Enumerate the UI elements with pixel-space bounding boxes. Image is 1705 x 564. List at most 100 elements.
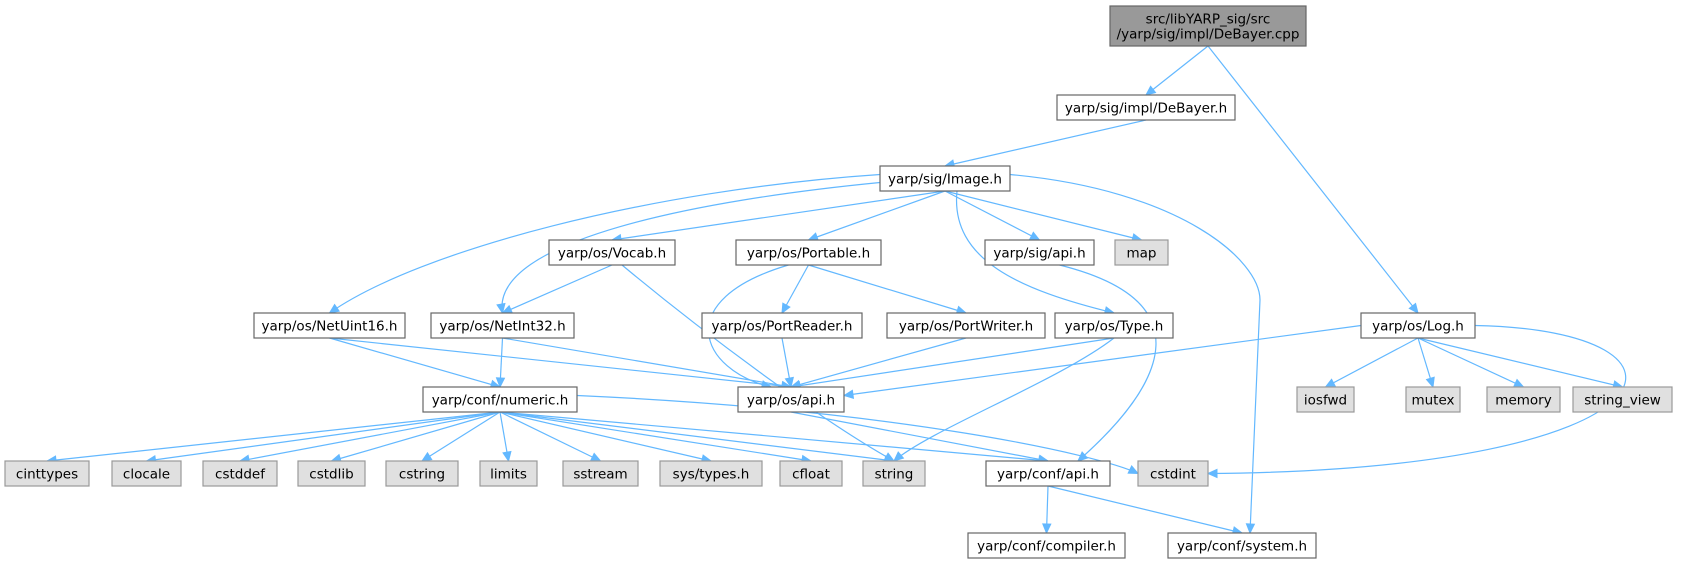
node-label: yarp/conf/system.h [1177, 539, 1307, 555]
node-log-h[interactable]: yarp/os/Log.h [1360, 312, 1476, 339]
node-cinttypes: cinttypes [4, 460, 90, 487]
node-label: memory [1495, 393, 1551, 409]
node-cstring: cstring [385, 460, 459, 487]
node-netuint16-h[interactable]: yarp/os/NetUint16.h [253, 312, 406, 339]
node-box [4, 460, 90, 487]
arrowhead-image_h-to-sigapi_h [1028, 231, 1041, 241]
node-type-h[interactable]: yarp/os/Type.h [1054, 312, 1174, 339]
edge-log_h-to-osapi_h [843, 324, 1362, 397]
node-box [1405, 386, 1461, 413]
arrowhead-image_h-to-netuint16_h [328, 303, 341, 314]
node-label: clocale [123, 467, 170, 483]
node-box [862, 460, 926, 487]
edge-debayer_h-to-image_h [944, 119, 1147, 167]
node-box [1167, 532, 1317, 559]
edge-image_h-to-map [944, 190, 1142, 241]
node-box [422, 386, 578, 413]
node-image-h[interactable]: yarp/sig/Image.h [879, 165, 1011, 192]
node-box [479, 460, 538, 487]
node-box [548, 239, 676, 266]
node-box [111, 460, 182, 487]
node-cstdlib: cstdlib [297, 460, 366, 487]
node-box [737, 386, 845, 413]
node-box [202, 460, 278, 487]
node-string-view: string_view [1572, 386, 1673, 413]
node-mutex: mutex [1405, 386, 1461, 413]
edge-log_h-to-memory [1417, 337, 1524, 388]
node-system-h[interactable]: yarp/conf/system.h [1167, 532, 1317, 559]
node-osapi-h[interactable]: yarp/os/api.h [737, 386, 845, 413]
node-cfloat: cfloat [779, 460, 843, 487]
node-label: yarp/os/api.h [747, 393, 835, 409]
node-box [1137, 460, 1209, 487]
edge-numeric_h-to-confapi_h [499, 411, 1049, 462]
node-label: sys/types.h [673, 467, 750, 483]
node-memory: memory [1486, 386, 1561, 413]
edge-numeric_h-to-cinttypes [46, 411, 501, 462]
edge-log_h-to-string_view [1417, 337, 1623, 388]
node-label: yarp/os/NetUint16.h [262, 319, 398, 335]
node-vocab-h[interactable]: yarp/os/Vocab.h [548, 239, 676, 266]
edge-numeric_h-to-cstdlib [331, 411, 501, 462]
node-portwriter-h[interactable]: yarp/os/PortWriter.h [886, 312, 1046, 339]
edge-image_h-to-sigapi_h [944, 190, 1040, 241]
node-box [1486, 386, 1561, 413]
edge-netuint16_h-to-numeric_h [329, 337, 501, 388]
node-label: cinttypes [16, 467, 78, 483]
node-netint32-h[interactable]: yarp/os/NetInt32.h [430, 312, 575, 339]
arrowhead-log_h-to-memory [1512, 378, 1525, 388]
arrowhead-image_h-to-netint32_h [496, 302, 506, 315]
edge-osapi_h-to-confapi_h [790, 411, 1049, 462]
node-portreader-h[interactable]: yarp/os/PortReader.h [701, 312, 863, 339]
edge-image_h-to-system_h [1009, 173, 1261, 534]
node-confapi-h[interactable]: yarp/conf/api.h [985, 460, 1111, 487]
node-debayer-h[interactable]: yarp/sig/impl/DeBayer.h [1056, 94, 1236, 121]
node-compiler-h[interactable]: yarp/conf/compiler.h [967, 532, 1126, 559]
node-box [1109, 5, 1307, 47]
arrowhead-netint32_h-to-numeric_h [495, 377, 506, 389]
node-box [886, 312, 1046, 339]
edge-numeric_h-to-sstream [499, 411, 601, 462]
edge-image_h-to-type_h [955, 190, 1115, 314]
edge-portable_h-to-portwriter_h [808, 264, 967, 314]
node-label: cstdint [1150, 467, 1196, 483]
edge-log_h-to-iosfwd [1325, 337, 1419, 388]
node-label: yarp/conf/api.h [997, 467, 1099, 483]
node-box [1572, 386, 1673, 413]
node-box [701, 312, 863, 339]
node-box [985, 460, 1111, 487]
arrowhead-root-to-debayer_h [1145, 85, 1157, 96]
node-label: yarp/sig/impl/DeBayer.h [1065, 101, 1227, 117]
edge-image_h-to-portable_h [808, 190, 946, 241]
edge-root-to-debayer_h [1145, 45, 1209, 96]
node-label: string_view [1584, 393, 1661, 409]
edge-portwriter_h-to-osapi_h [790, 337, 967, 388]
arrowhead-log_h-to-osapi_h [842, 389, 855, 399]
node-box [297, 460, 366, 487]
node-label: cstdlib [309, 467, 353, 483]
edge-numeric_h-to-string [499, 411, 895, 462]
node-limits: limits [479, 460, 538, 487]
node-label: limits [490, 467, 527, 483]
graph-nodes: src/libYARP_sig/src/yarp/sig/impl/DeBaye… [4, 5, 1673, 559]
node-box [253, 312, 406, 339]
node-label: yarp/os/Log.h [1372, 319, 1464, 335]
node-numeric-h[interactable]: yarp/conf/numeric.h [422, 386, 578, 413]
node-sigapi-h[interactable]: yarp/sig/api.h [984, 239, 1095, 266]
edge-image_h-to-netint32_h [501, 181, 881, 314]
node-box [430, 312, 575, 339]
node-sstream: sstream [562, 460, 639, 487]
node-portable-h[interactable]: yarp/os/Portable.h [735, 239, 882, 266]
node-box [659, 460, 763, 487]
node-label: cstring [399, 467, 445, 483]
node-label: yarp/sig/api.h [993, 246, 1085, 262]
node-box [1296, 386, 1355, 413]
node-box [1360, 312, 1476, 339]
node-label: yarp/os/NetInt32.h [439, 319, 565, 335]
arrowhead-image_h-to-system_h [1245, 523, 1256, 535]
node-box [984, 239, 1095, 266]
arrowhead-numeric_h-to-sstream [589, 452, 602, 462]
node-box [1054, 312, 1174, 339]
node-root[interactable]: src/libYARP_sig/src/yarp/sig/impl/DeBaye… [1109, 5, 1307, 47]
